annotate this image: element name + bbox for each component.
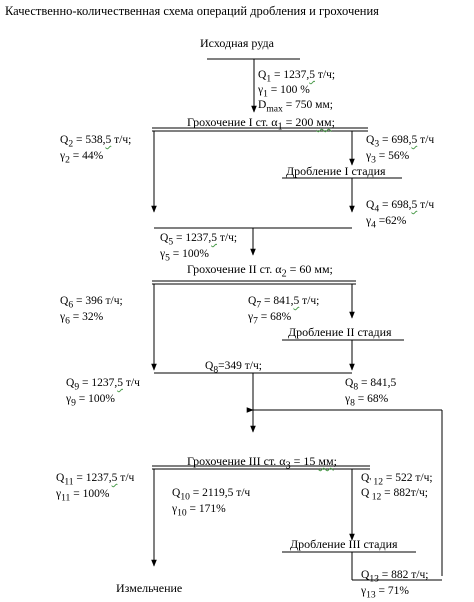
q13-flow: Q13 = 882 т/ч; γ13 = 71% [361,569,429,601]
source-ore-label: Исходная руда [200,36,274,50]
q2-flow: Q2 = 538,5 т/ч; γ2 = 44% [60,134,132,166]
q12-prime-flow: Q' 12 = 522 т/ч; [361,472,433,488]
crushing-stage-3-label: Дробление III стадия [290,537,398,551]
crushing-stage-2-label: Дробление II стадия [288,325,392,339]
q10-flow: Q10 = 2119,5 т/ч γ10 = 171% [172,487,251,519]
screening-stage-1-label: Грохочение I ст. α1 = 200 мм; [187,115,335,133]
q6-flow: Q6 = 396 т/ч; γ6 = 32% [60,295,123,327]
q11-flow: Q11 = 1237,5 т/ч γ11 = 100% [56,472,135,504]
grinding-label: Измельчение [116,581,183,595]
q8-flow: Q8 = 841,5 γ8 = 68% [345,377,397,409]
q4-flow: Q4 = 698,5 т/ч γ4 =62% [366,199,435,231]
q1-flow: Q1 = 1237,5 т/ч; [258,69,336,85]
screening-stage-3-label: Грохочение III ст. α3 = 15 мм; [187,454,337,472]
q9-flow: Q9 = 1237,5 т/ч γ9 = 100% [66,377,140,409]
q5-flow: Q5 = 1237,5 т/ч; γ5 = 100% [160,232,238,264]
q12-flow: Q 12 = 882т/ч; [361,487,428,503]
crushing-stage-1-label: Дробление I стадия [286,164,386,178]
diagram-title: Качественно-количественная схема операци… [5,4,379,18]
q7-flow: Q7 = 841,5 т/ч; γ7 = 68% [248,295,320,327]
gamma1-yield: γ1 = 100 % [258,84,310,100]
screening-stage-2-label: Грохочение II ст. α2 = 60 мм; [187,262,333,280]
q3-flow: Q3 = 698,5 т/ч γ3 = 56% [366,134,435,166]
dmax-size: Dmax = 750 мм; [258,99,333,115]
q8-recycle-flow: Q8=349 т/ч; [205,360,262,376]
